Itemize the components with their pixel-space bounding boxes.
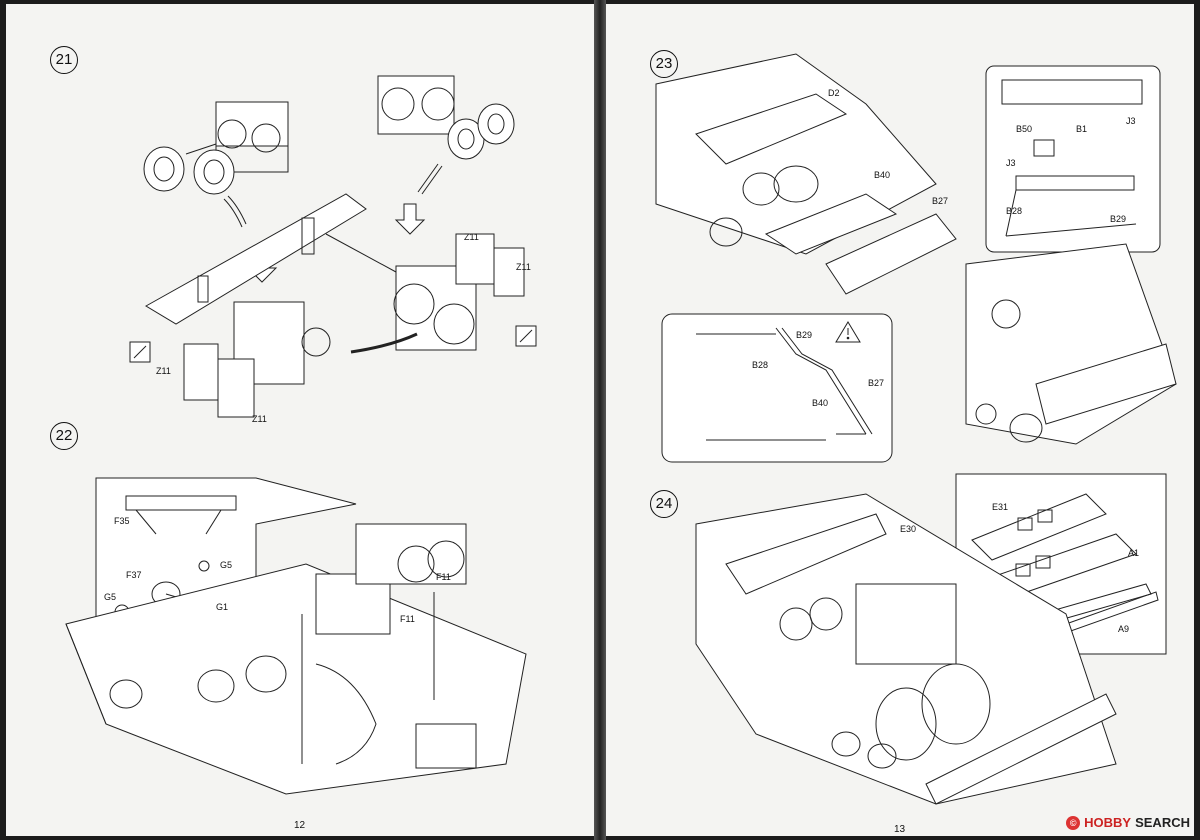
part-label-e31: E31 (992, 502, 1009, 512)
step24-hull-assembly (695, 493, 1117, 805)
step22-hull (65, 523, 527, 795)
warning-triangle-icon (835, 321, 861, 343)
step-number-21: 21 (50, 46, 78, 74)
part-label-b40: B40 (874, 170, 891, 180)
step-number-24: 24 (650, 490, 678, 518)
watermark-hobby: HOBBY (1084, 815, 1132, 830)
part-label-f11: F11 (436, 572, 451, 582)
detail-label-b27: B27 (868, 378, 885, 388)
part-label-b1: B1 (1076, 124, 1088, 134)
step21-assembled-radiators (183, 233, 525, 418)
part-label-b29: B29 (1110, 214, 1127, 224)
page-number-right: 13 (894, 824, 906, 835)
step21-upper-right-radiator (377, 75, 515, 195)
step23-hull-lower (965, 243, 1177, 445)
part-label-f35: F35 (114, 516, 130, 526)
part-label-a1: A1 (1128, 548, 1140, 558)
part-label-z11: Z11 (516, 262, 531, 272)
part-label-b27: B27 (932, 196, 949, 206)
step21-side-panel (145, 193, 397, 325)
part-label-a9: A9 (1118, 624, 1130, 634)
instruction-page-right: 23 D2 B40 B27 B50 B1 J3 J3 B28 B29 B29 B… (606, 4, 1194, 836)
part-label-j3: J3 (1006, 158, 1016, 168)
part-label-z11: Z11 (464, 232, 479, 242)
part-label-z11: Z11 (156, 366, 171, 376)
part-label-b28: B28 (1006, 206, 1023, 216)
part-label-e30: E30 (900, 524, 917, 534)
detail-label-b28: B28 (752, 360, 769, 370)
part-label-f11: F11 (400, 614, 415, 624)
hobby-search-watermark: © HOBBY SEARCH (1066, 815, 1190, 830)
detail-label-b29: B29 (796, 330, 813, 340)
left-page-drawing (65, 75, 537, 795)
page-number-left: 12 (294, 820, 306, 831)
copyright-icon: © (1066, 815, 1081, 830)
part-label-j3: J3 (1126, 116, 1136, 126)
part-label-f37: F37 (126, 570, 142, 580)
step21-upper-left-radiator (143, 101, 289, 228)
step23-hull-assembly (655, 53, 957, 295)
part-label-g5: G5 (220, 560, 233, 570)
part-label-g5: G5 (104, 592, 117, 602)
step-number-22: 22 (50, 422, 78, 450)
step23-detail-frame (661, 313, 893, 463)
part-label-d2: D2 (828, 88, 840, 98)
part-label-g1: G1 (216, 602, 229, 612)
brush-glue-icon (129, 325, 537, 363)
part-label-b50: B50 (1016, 124, 1033, 134)
instruction-page-left: 21 Z11 Z11 Z11 Z11 22 F35 G5 F37 G5 G1 F… (6, 4, 594, 836)
watermark-search: SEARCH (1135, 815, 1190, 830)
right-page-drawing (655, 53, 1177, 805)
part-label-z11: Z11 (252, 414, 267, 424)
detail-label-b40: B40 (812, 398, 829, 408)
step-number-23: 23 (650, 50, 678, 78)
book-spine (594, 0, 606, 840)
